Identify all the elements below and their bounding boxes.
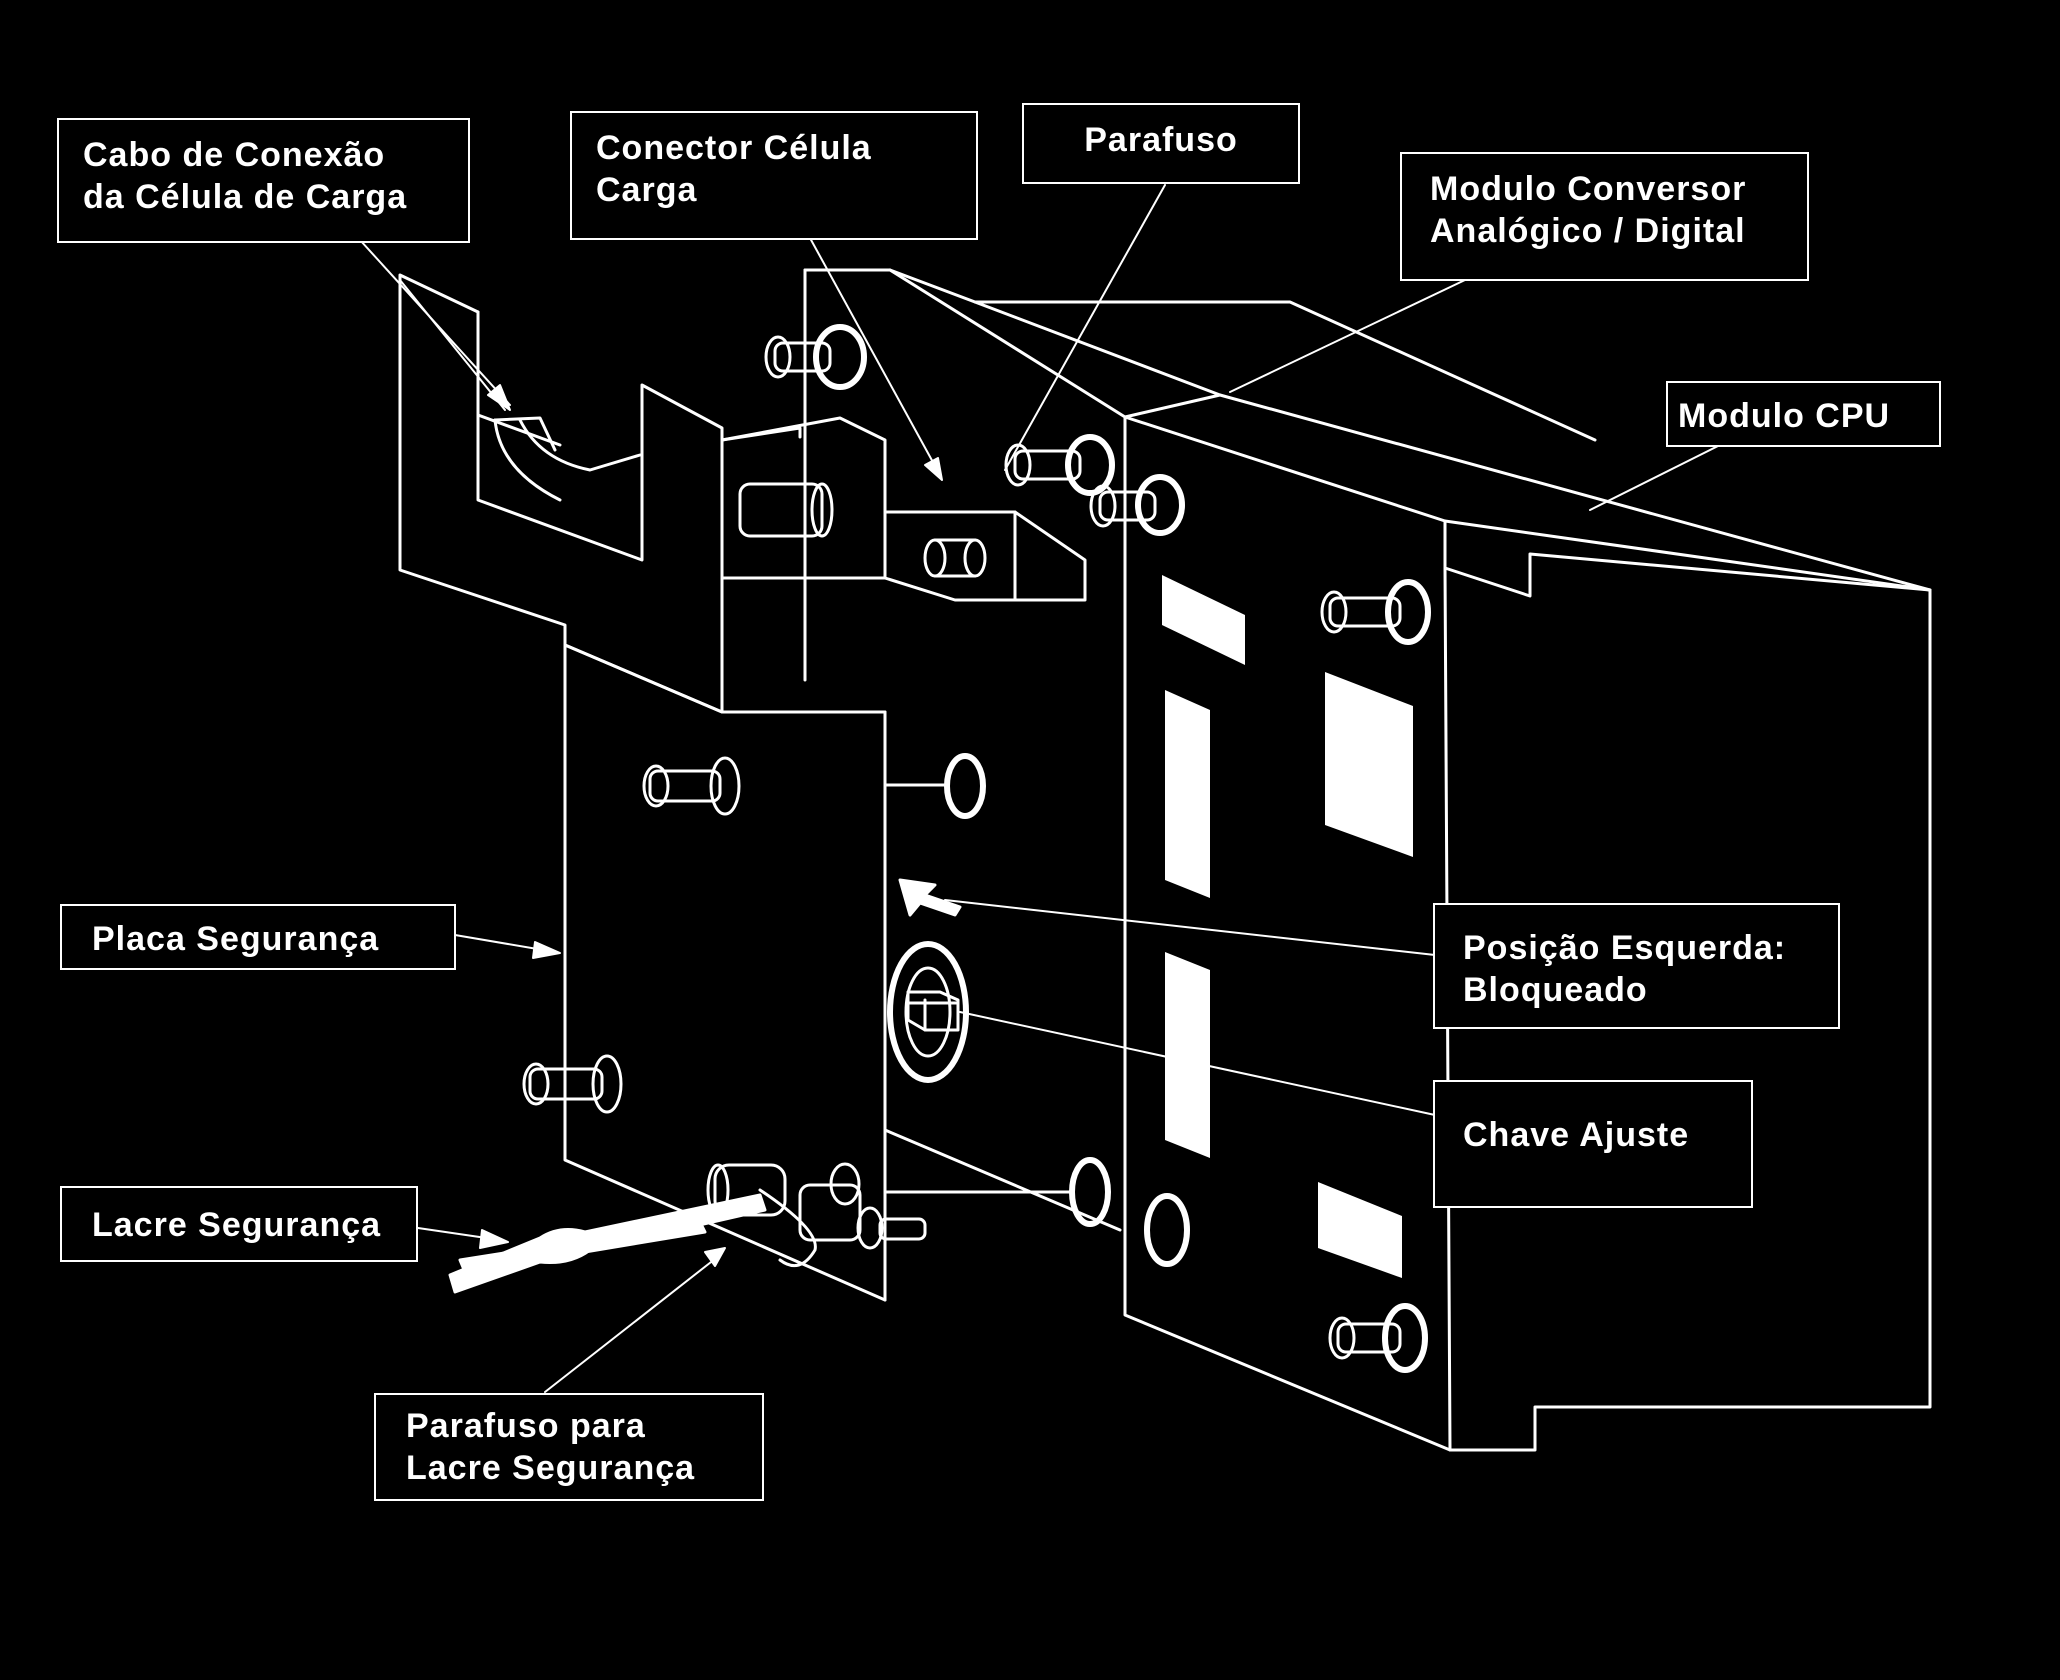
leader-lines — [359, 184, 1731, 1393]
cpu-top-screws — [1004, 434, 1185, 536]
adjust-key-label: Chave Ajuste — [1433, 1080, 1753, 1208]
cable-bracket — [398, 273, 724, 714]
ad-converter-module-housing — [803, 268, 1597, 682]
adjust-key-label-line1: Chave Ajuste — [1463, 1116, 1690, 1154]
cable-connection-label-line1: Cabo de Conexão — [83, 136, 386, 174]
rear-screw — [764, 324, 867, 390]
seal-screw-label-line2: Lacre Segurança — [406, 1449, 696, 1487]
load-cell-connector-label-line1: Conector Célula — [596, 129, 872, 167]
cpu-side-screws — [1320, 579, 1431, 1373]
load-cell-connector — [720, 416, 1087, 602]
security-plate-label-line1: Placa Segurança — [92, 920, 380, 958]
seal-screw-label-line1: Parafuso para — [406, 1407, 646, 1445]
load-cell-connector-label-line2: Carga — [596, 171, 698, 209]
cpu-panel-windows — [1162, 575, 1413, 1278]
cpu-module-label: Modulo CPU — [1666, 381, 1941, 447]
left-position-locked-label-line1: Posição Esquerda: — [1463, 929, 1787, 967]
security-seal-label-line1: Lacre Segurança — [92, 1206, 382, 1244]
security-plate-screws — [522, 756, 741, 1114]
left-position-arrow — [898, 878, 962, 917]
security-seal-label: Lacre Segurança — [60, 1186, 418, 1262]
left-position-locked-label-line2: Bloqueado — [1463, 971, 1648, 1009]
left-position-locked-label: Posição Esquerda: Bloqueado — [1433, 903, 1840, 1029]
ad-converter-module-label-line1: Modulo Conversor — [1430, 170, 1747, 208]
screw-label-line1: Parafuso — [1084, 121, 1238, 159]
ad-converter-module-label: Modulo Conversor Analógico / Digital — [1400, 152, 1809, 281]
cable-connection-label: Cabo de Conexão da Célula de Carga — [57, 118, 470, 243]
ad-converter-module-label-line2: Analógico / Digital — [1430, 212, 1746, 250]
cpu-module-label-line1: Modulo CPU — [1678, 397, 1891, 435]
security-plate — [563, 643, 887, 1302]
adjust-key — [906, 990, 960, 1032]
ad-front-openings — [883, 753, 1190, 1267]
seal-screw-label: Parafuso para Lacre Segurança — [374, 1393, 764, 1501]
screw-label: Parafuso — [1022, 103, 1300, 184]
security-plate-label: Placa Segurança — [60, 904, 456, 970]
seal-screw — [706, 1162, 927, 1268]
cable-connection-label-line2: da Célula de Carga — [83, 178, 408, 216]
security-seal — [448, 1193, 767, 1294]
load-cell-connector-label: Conector Célula Carga — [570, 111, 978, 240]
